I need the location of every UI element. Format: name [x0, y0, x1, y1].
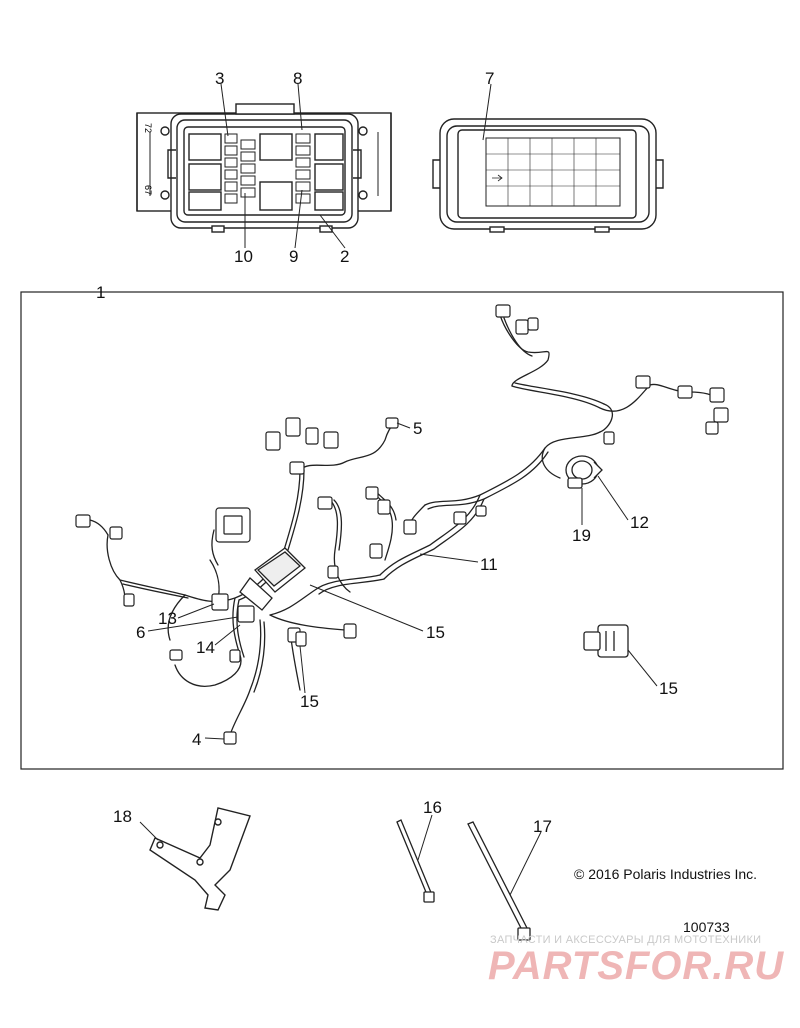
callout-17: 17 — [533, 817, 552, 836]
callout-15-lower: 15 — [300, 692, 319, 711]
callout-16: 16 — [423, 798, 442, 817]
cable-tie-17 — [467, 821, 531, 941]
fuse-box-side-label-top: 72 — [143, 123, 153, 133]
callout-15-clip: 15 — [659, 679, 678, 698]
callout-2: 2 — [340, 247, 350, 266]
callout-12: 12 — [630, 513, 649, 532]
fuse-box-side-label-bottom: 67 — [143, 185, 153, 195]
callout-15-center: 15 — [426, 623, 445, 642]
watermark-logo: PARTSFOR.RU — [488, 944, 785, 988]
callout-13: 13 — [158, 609, 177, 628]
callout-11: 11 — [480, 555, 498, 574]
harness-frame — [20, 291, 784, 770]
callout-8: 8 — [293, 69, 303, 88]
callout-7: 7 — [485, 69, 495, 88]
callout-3: 3 — [215, 69, 225, 88]
leader-lines — [98, 83, 658, 896]
harness-connectors — [75, 304, 729, 745]
fuse-box-cover — [432, 118, 664, 233]
callout-5: 5 — [413, 419, 423, 438]
cable-tie-16 — [396, 819, 435, 903]
callout-9: 9 — [289, 247, 299, 266]
round-sensor-12 — [565, 455, 603, 489]
callout-1: 1 — [96, 283, 106, 302]
callout-14: 14 — [196, 638, 215, 657]
bracket-18 — [149, 807, 251, 911]
watermark-subtitle: ЗАПЧАСТИ И АКСЕССУАРЫ ДЛЯ МОТОТЕХНИКИ — [490, 934, 762, 946]
callout-10: 10 — [234, 247, 253, 266]
callout-19: 19 — [572, 526, 591, 545]
callout-18: 18 — [113, 807, 132, 826]
callout-4: 4 — [192, 730, 202, 749]
callout-6: 6 — [136, 623, 146, 642]
copyright-text: © 2016 Polaris Industries Inc. — [574, 866, 758, 882]
control-module — [239, 547, 306, 611]
fuse-box-left — [136, 103, 392, 233]
clip-15 — [583, 624, 629, 658]
figure-number: 100733 — [683, 919, 730, 935]
